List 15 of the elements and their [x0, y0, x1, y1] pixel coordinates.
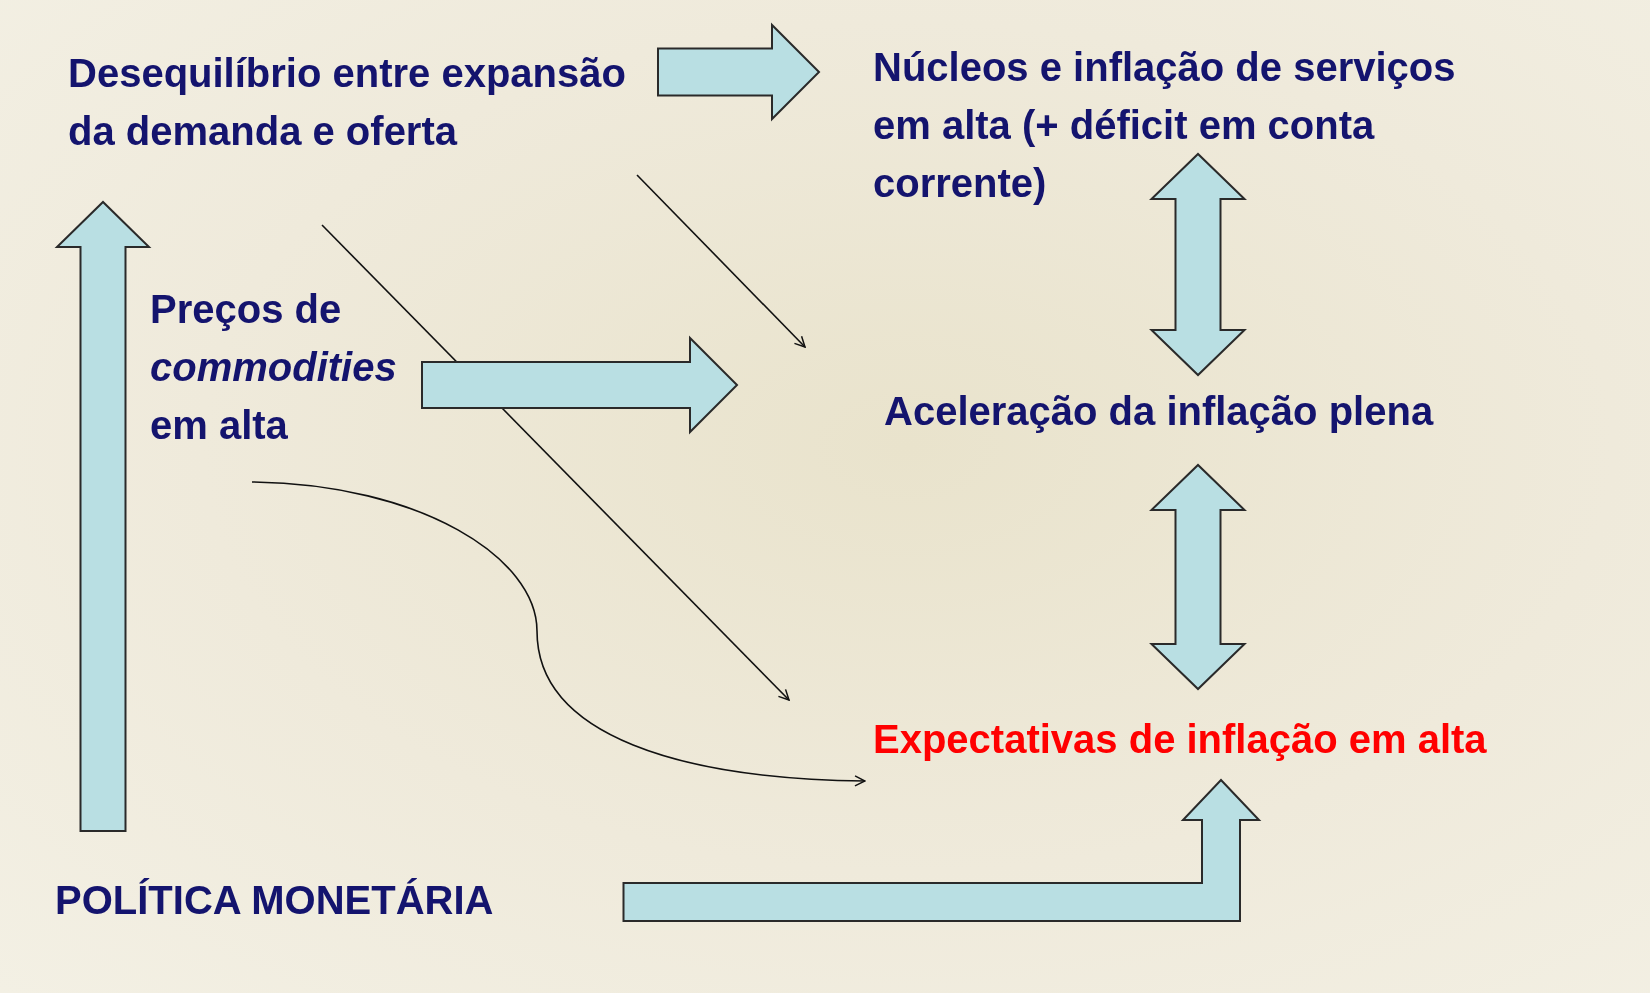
block-arrow	[1149, 152, 1247, 377]
node-text: Expectativas de inflação em alta	[873, 716, 1487, 763]
node-text: Aceleração da inflação plena	[884, 388, 1434, 435]
block-arrow	[54, 200, 152, 832]
block-arrow	[657, 22, 821, 122]
node-text: Núcleos e inflação de serviços em alta (+ déficit em conta corrente)	[873, 44, 1457, 207]
arrow	[636, 174, 806, 348]
node-text: POLÍTICA MONETÁRIA	[55, 877, 494, 924]
arrow	[251, 481, 866, 787]
node-text: Desequilíbrio entre expansão da demanda e oferta	[68, 50, 627, 155]
arrow	[321, 224, 790, 701]
block-arrow	[622, 778, 1262, 922]
node-text: Preços de commodities em alta	[150, 286, 398, 449]
block-arrow	[1149, 463, 1247, 691]
block-arrow	[421, 335, 739, 435]
